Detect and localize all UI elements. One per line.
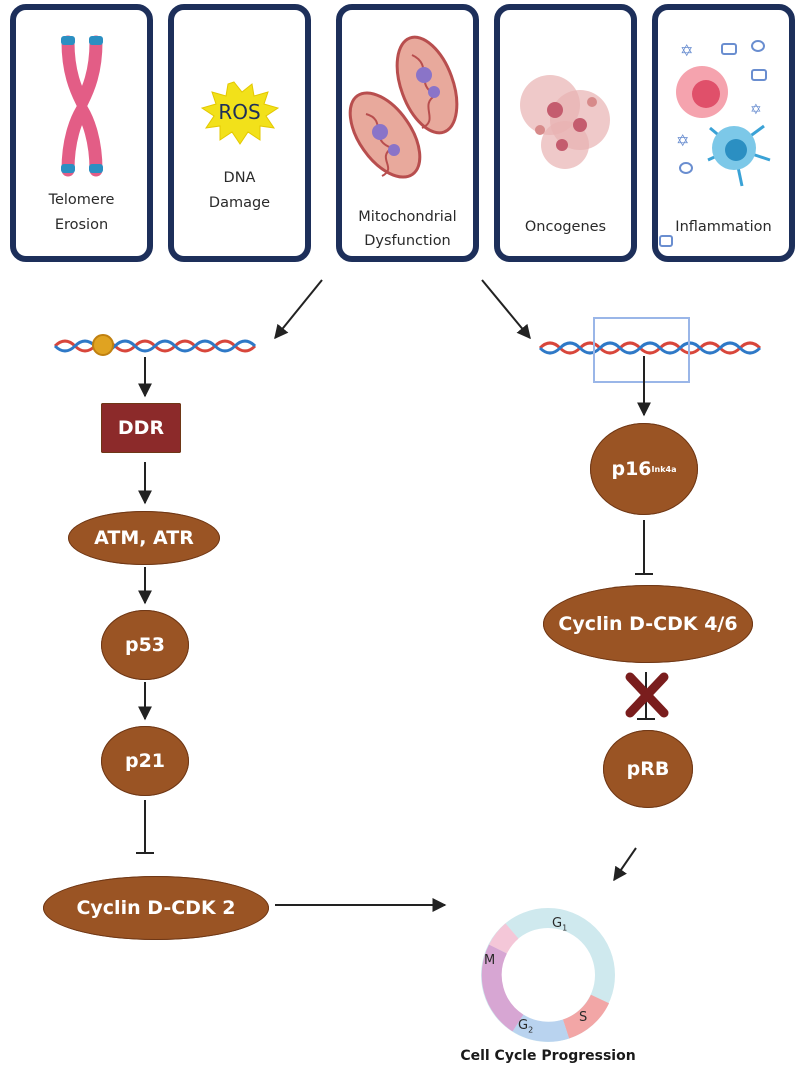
phase-s-label: S xyxy=(579,1010,588,1025)
card-label-line1: Mitochondrial xyxy=(358,209,457,225)
dna-helix-right-icon xyxy=(538,317,762,383)
dna-helix-left-icon xyxy=(53,334,257,356)
phase-m-label: M xyxy=(484,953,496,968)
arrow-prb-to-cycle xyxy=(613,847,637,882)
ros-label: ROS xyxy=(218,100,261,124)
phase-g2-label: G2 xyxy=(518,1018,534,1035)
arrow-to-right-dna xyxy=(481,279,531,340)
node-cyclin-d-cdk2: Cyclin D-CDK 2 xyxy=(43,876,269,940)
card-label-line2: Damage xyxy=(208,195,271,211)
svg-text:✡: ✡ xyxy=(680,43,693,60)
card-label-line1: DNA xyxy=(223,170,256,186)
tumor-cluster-icon xyxy=(520,75,610,169)
blocked-x-icon xyxy=(625,672,669,718)
card-label-line1: Inflammation xyxy=(675,219,772,235)
card-label-line1: Telomere xyxy=(48,192,115,208)
card-label-line2: Dysfunction xyxy=(364,233,451,249)
immune-cells-icon: ✡ ✡ ✡ xyxy=(659,40,771,247)
node-prb: pRB xyxy=(603,730,693,808)
phase-g1-label: G1 xyxy=(552,916,568,933)
cell-cycle-ring-icon xyxy=(481,908,615,1042)
p16-label: p16 xyxy=(611,458,652,480)
card-oncogenes: Oncogenes xyxy=(494,4,637,262)
node-ddr: DDR xyxy=(101,403,181,453)
card-label-line2: Erosion xyxy=(54,217,109,233)
arrow-to-left-dna xyxy=(274,279,323,340)
card-label-line1: Oncogenes xyxy=(524,219,607,235)
svg-text:✡: ✡ xyxy=(750,101,762,117)
ros-burst-icon xyxy=(200,81,280,145)
p16-superscript: Ink4a xyxy=(651,464,677,474)
node-cyclin-d-cdk46: Cyclin D-CDK 4/6 xyxy=(543,585,753,663)
cell-cycle-caption: Cell Cycle Progression xyxy=(460,1048,636,1064)
card-mitochondrial-dysfunction: Mitochondrial Dysfunction xyxy=(336,4,479,262)
inhibit-p16-to-cdk46 xyxy=(635,520,653,575)
mitochondria-icon xyxy=(348,35,459,179)
card-telomere-erosion: Telomere Erosion xyxy=(10,4,153,262)
card-inflammation: ✡ ✡ ✡ Inflammation xyxy=(652,4,795,262)
node-atm-atr: ATM, ATR xyxy=(68,511,220,565)
inhibit-p21-to-cdk2 xyxy=(136,800,154,854)
card-dna-damage: ROS DNA Damage xyxy=(168,4,311,262)
svg-text:✡: ✡ xyxy=(676,133,689,150)
chromosome-icon xyxy=(61,35,103,177)
node-p53: p53 xyxy=(101,610,189,680)
node-p21: p21 xyxy=(101,726,189,796)
